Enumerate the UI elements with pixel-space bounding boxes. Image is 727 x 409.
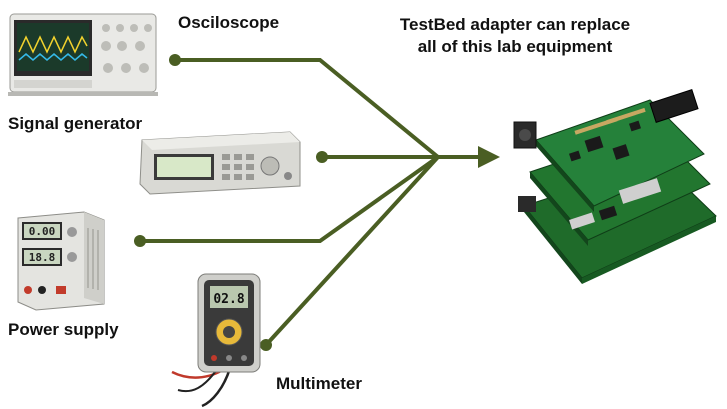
label-power-supply: Power supply [8,320,119,339]
psu-display-bottom: 18.8 [29,251,56,264]
headline: TestBed adapter can replace all of this … [370,14,660,58]
psu-display-top: 0.00 [29,225,56,238]
arrowhead-icon [478,146,500,168]
connector-power-supply [138,155,440,243]
signal-generator-image [139,131,301,195]
oscilloscope-image [8,13,158,96]
power-supply-image: 0.00 18.8 [17,211,105,311]
label-oscilloscope: Osciloscope [178,13,280,32]
multimeter-image: 02.8 [171,273,261,408]
connector-dot-oscilloscope [169,54,181,66]
connector-oscilloscope [173,58,440,159]
headline-line-2: all of this lab equipment [417,37,613,56]
headline-line-1: TestBed adapter can replace [399,15,631,34]
connector-dot-multimeter [260,339,272,351]
connector-dot-power-supply [134,235,146,247]
connector-dot-signal-generator [316,151,328,163]
testbed-adapter-image [513,89,717,284]
connector-multimeter [264,155,440,347]
label-signal-generator: Signal generator [8,114,143,133]
label-multimeter: Multimeter [276,374,362,393]
multimeter-display: 02.8 [213,292,244,307]
